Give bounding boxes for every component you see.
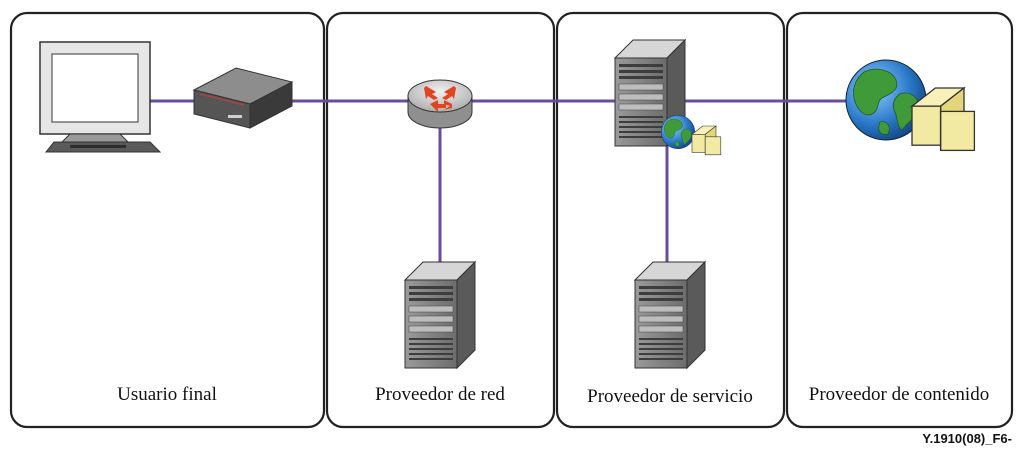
label-proveedor-de-red: Proveedor de red (375, 384, 505, 405)
figure-reference: Y.1910(08)_F6- (922, 431, 1012, 446)
monitor-icon (39, 41, 162, 153)
label-proveedor-de-servicio: Proveedor de servicio (587, 386, 753, 407)
service-globe-icon (660, 114, 696, 150)
router-icon (407, 79, 473, 129)
label-usuario-final: Usuario final (117, 384, 217, 405)
service-server-bottom-icon (634, 261, 706, 369)
network-server-icon (404, 261, 476, 369)
panel-proveedor-de-servicio (555, 11, 786, 429)
label-proveedor-de-contenido: Proveedor de contenido (809, 384, 989, 405)
modem-icon (192, 67, 294, 129)
